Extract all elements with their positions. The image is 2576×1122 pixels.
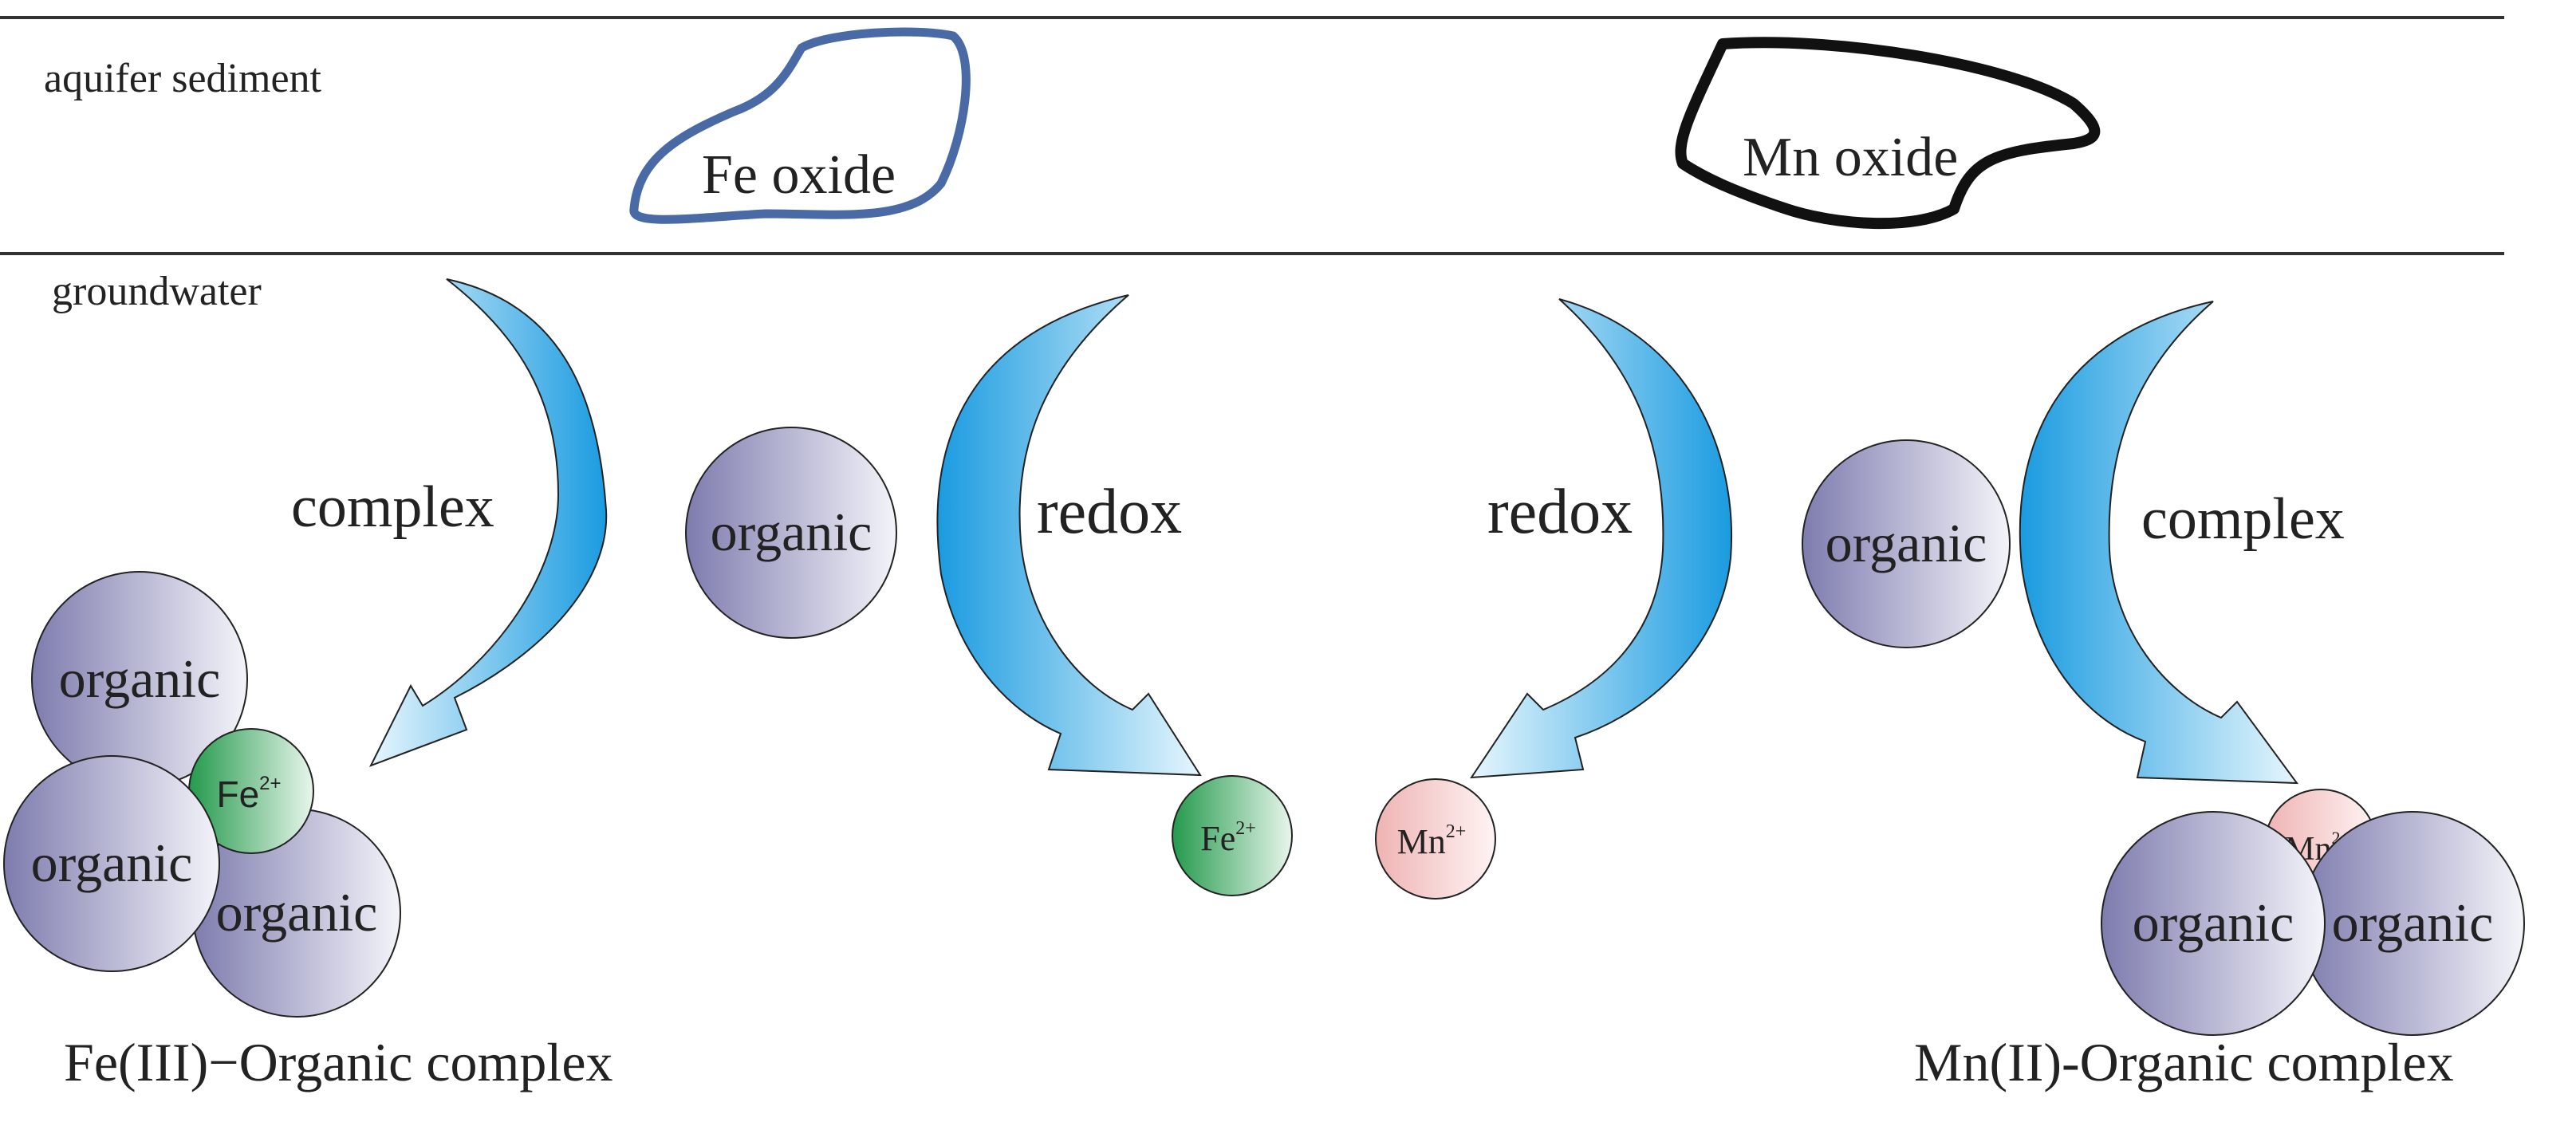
free-organic-right: organic <box>1802 439 2011 648</box>
fe-organic-complex-cluster: organic organic Fe2+ organic <box>3 571 401 1018</box>
mn-redox-arrow <box>1470 298 1732 779</box>
mn-charge: 2+ <box>1446 821 1467 842</box>
fe-charge: 2+ <box>1235 818 1256 839</box>
fe-symbol: Fe <box>216 774 259 815</box>
mn-redox-label: redox <box>1487 477 1633 547</box>
mn-complex-label: complex <box>2141 486 2345 552</box>
free-mn-ion: Mn2+ <box>1375 778 1496 900</box>
organic-label: organic <box>216 882 378 943</box>
mn-complex-title: Mn(II)-Organic complex <box>1914 1032 2454 1092</box>
mn-oxide-label: Mn oxide <box>1743 127 1958 188</box>
organic-label: organic <box>2332 892 2494 953</box>
mn-ion-label: Mn2+ <box>1397 821 1467 861</box>
mn-complex-arrow <box>2019 301 2299 785</box>
fe-redox-arrow <box>936 294 1202 777</box>
free-fe-ion: Fe2+ <box>1172 775 1293 896</box>
organic-label: organic <box>31 833 193 893</box>
mn-symbol: Mn <box>1397 822 1446 861</box>
aquifer-sediment-label: aquifer sediment <box>44 56 322 101</box>
fe-charge: 2+ <box>259 773 281 794</box>
fe-complex-label: complex <box>291 474 494 540</box>
fe-ion-label: Fe2+ <box>1200 818 1256 858</box>
free-organic-left: organic <box>685 427 897 639</box>
mn-organic-complex-cluster: Mn2+ organic organic <box>2101 789 2525 1036</box>
fe-complex-arrow <box>368 278 608 767</box>
organic-label: organic <box>59 648 221 709</box>
organic-label: organic <box>711 502 872 562</box>
groundwater-label: groundwater <box>52 269 262 314</box>
organic-label: organic <box>1826 513 1987 573</box>
fe-complex-title: Fe(III)−Organic complex <box>64 1032 613 1092</box>
fe-oxide-outline <box>629 27 971 224</box>
fe-symbol: Fe <box>1200 819 1235 858</box>
fe-oxide-label: Fe oxide <box>702 144 896 206</box>
mn-oxide-outline <box>1675 37 2101 230</box>
fe-redox-label: redox <box>1037 477 1182 547</box>
fe-ion-label: Fe2+ <box>216 773 281 815</box>
organic-label: organic <box>2133 892 2294 953</box>
